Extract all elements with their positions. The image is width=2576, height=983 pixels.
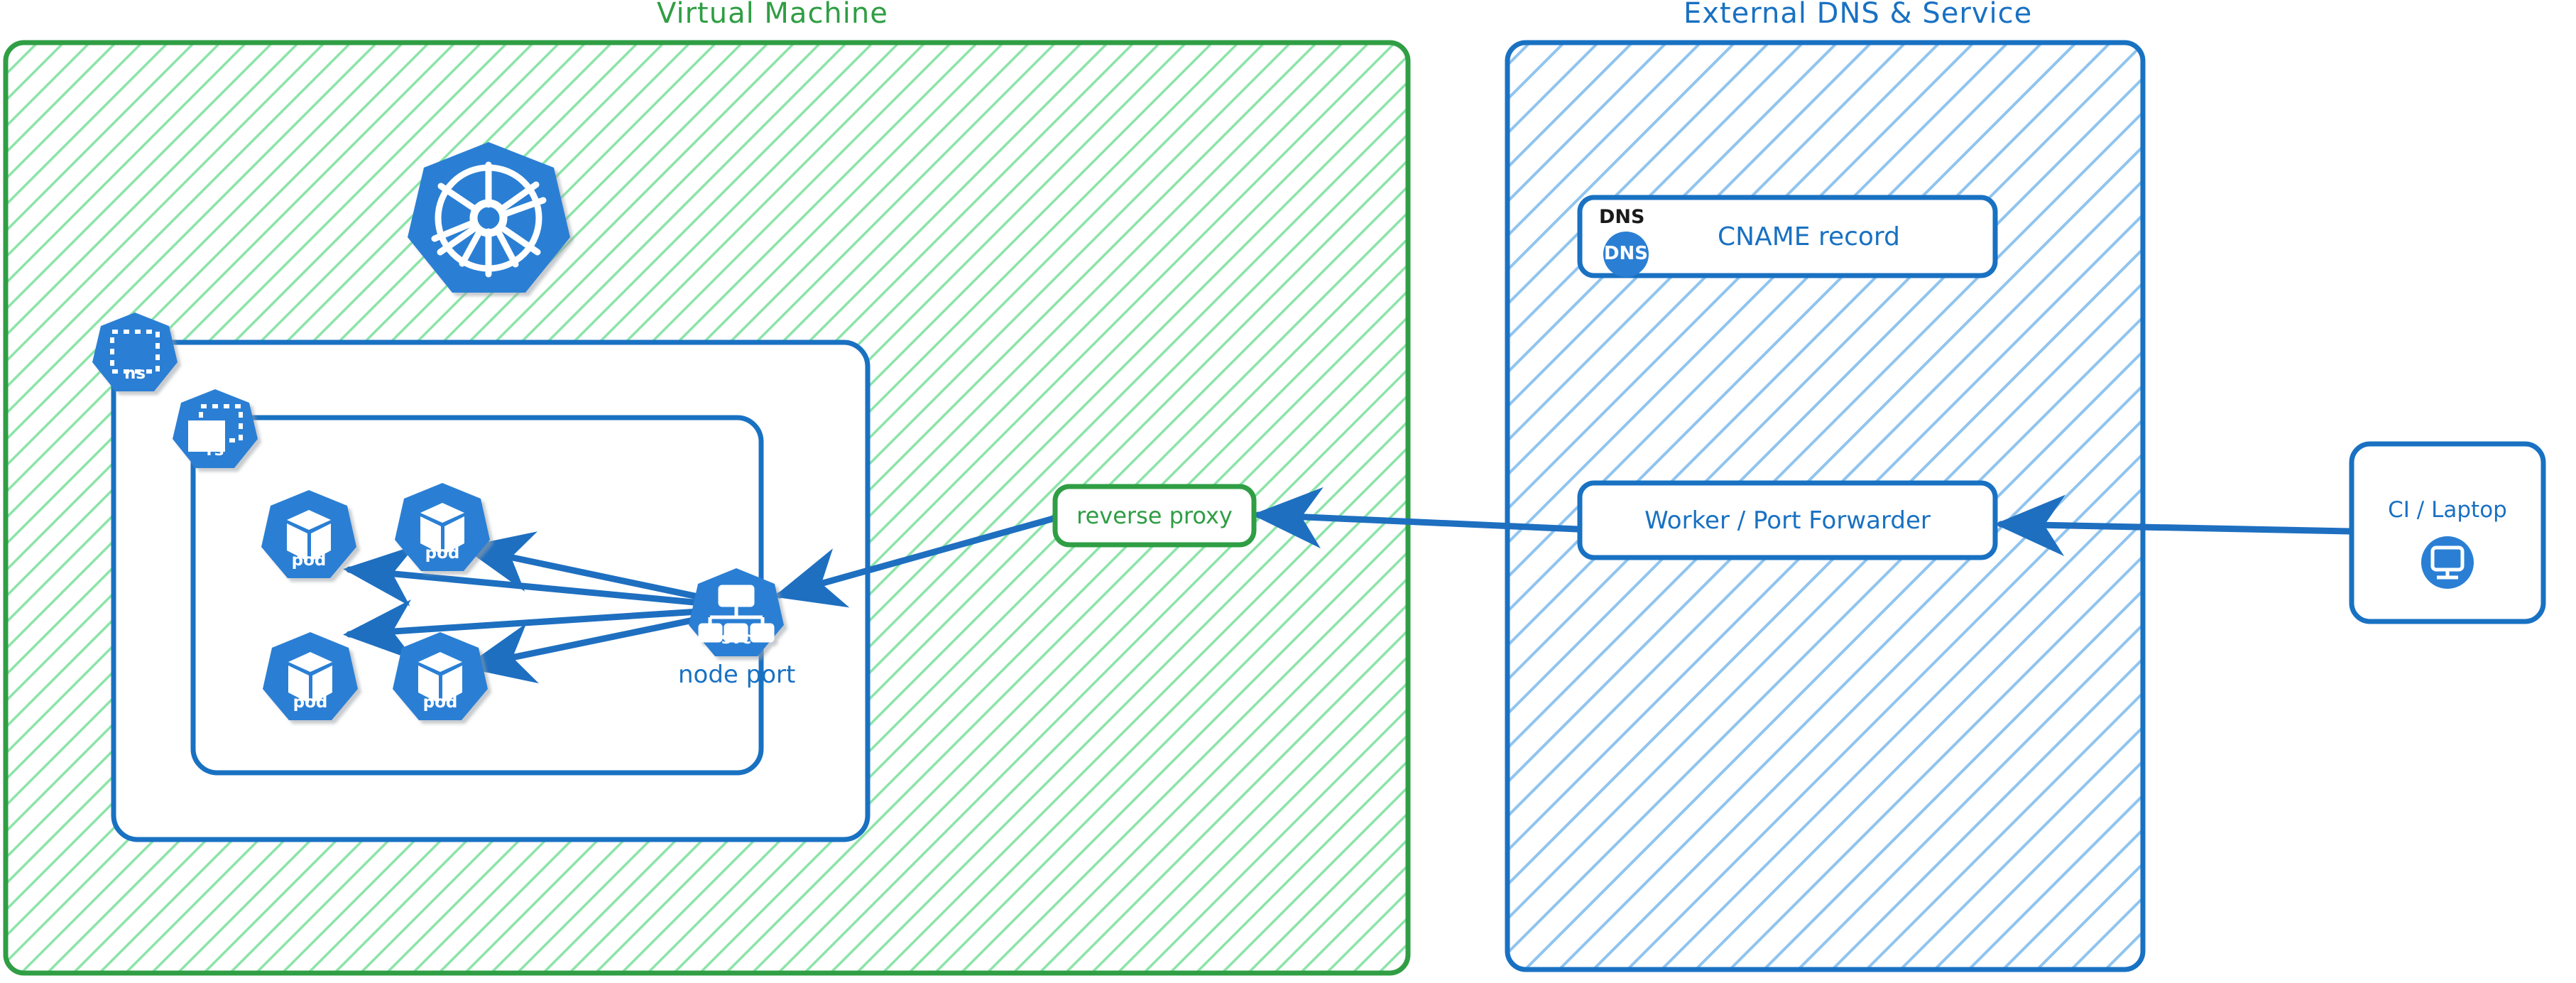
arrow-service-to-pod-4 [464,609,735,684]
pod-icon-4 [393,632,488,720]
arrow-service-to-pod-2 [462,531,735,607]
reverse-proxy-label[interactable]: reverse proxy [1076,502,1233,529]
reverse-proxy-box[interactable] [1052,484,1257,548]
namespace-label: ns [124,364,146,383]
pod-label-4: pod [422,693,458,712]
service-to-pod-arrows [343,531,735,684]
pod-label-1: pod [291,551,327,570]
arrow-service-to-pod-3 [343,599,735,661]
arrow-laptop-to-worker [1994,494,2354,557]
node-port-caption: node port [678,661,796,689]
pod-icon-2 [395,483,490,571]
cname-record-label: CNAME record [1718,222,1900,251]
service-icon [689,568,784,656]
dns-card-tag: DNS [1599,206,1645,228]
ci-laptop-label[interactable]: CI / Laptop [2388,497,2507,523]
arrow-service-to-pod-1 [343,545,735,609]
replicaset-icon [173,389,258,468]
monitor-icon [2421,536,2474,589]
pod-label-2: pod [425,544,460,563]
ci-laptop-card[interactable] [2349,441,2546,624]
pod-label-3: pod [293,693,328,712]
namespace-icon [92,313,178,391]
pod-icon-3 [263,632,358,720]
arrow-reverse-proxy-to-service [773,515,1057,608]
external-dns-service-title: External DNS & Service [1683,0,2033,30]
dns-icon [1603,232,1649,277]
worker-port-forwarder-label[interactable]: Worker / Port Forwarder [1644,506,1931,535]
kubernetes-logo [408,142,570,293]
replicaset-label: rs [206,441,224,460]
arrow-worker-to-reverse-proxy [1252,487,1581,549]
service-label: svc [721,629,752,648]
dns-card[interactable] [1577,195,1998,278]
dns-icon-label: DNS [1603,243,1649,264]
pod-icon-1 [261,490,356,578]
virtual-machine-title: Virtual Machine [657,0,888,30]
worker-port-forwarder-card[interactable] [1577,480,1998,560]
